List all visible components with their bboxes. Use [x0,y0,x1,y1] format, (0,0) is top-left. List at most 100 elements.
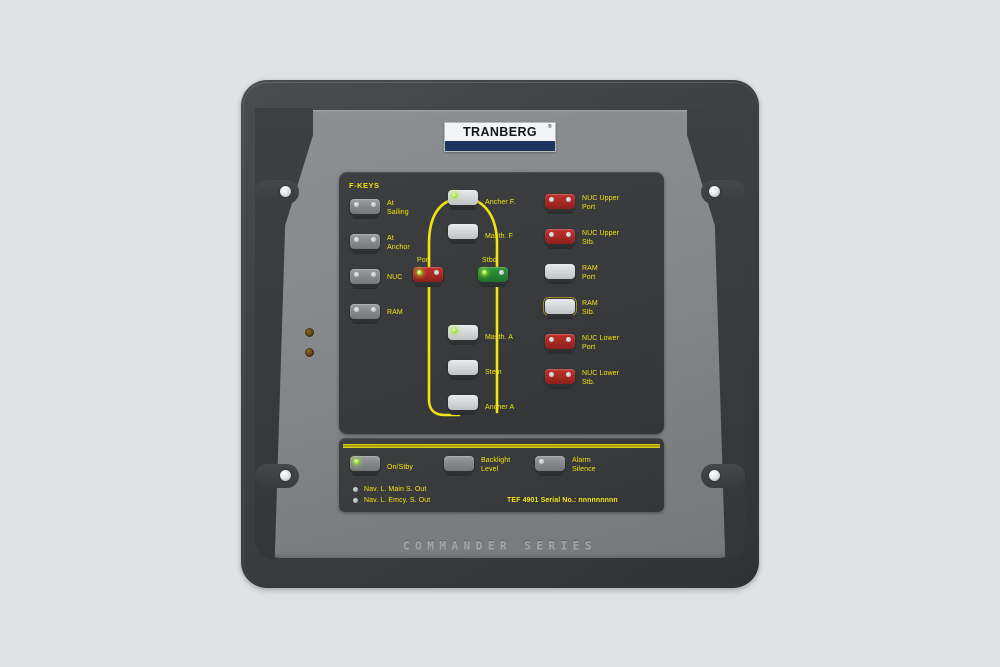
fkey-label-ram: RAM [387,309,403,316]
led-icon-right [566,337,571,342]
button-stem [352,214,378,219]
led-icon-left [549,232,554,237]
fkey-button-ram[interactable] [350,304,380,324]
control-panel-device: TRANBERG ® F-KEYS At Sailing [241,80,759,588]
button-stem [352,471,378,476]
mounting-screw-icon [280,186,291,197]
status-button-nuc-lower-port[interactable] [545,334,575,354]
led-icon-left [354,307,359,312]
fkey-label-at-sailing: At Sailing [387,200,409,216]
status-button-ram-port[interactable] [545,264,575,284]
button-stem [352,249,378,254]
button-stem [450,340,476,345]
status-text-nav-emcy-out: Nav. L. Emcy. S. Out [364,497,431,504]
button-stem [547,384,573,389]
button-stem [450,205,476,210]
brand-plate: TRANBERG ® [444,122,556,152]
status-button-nuc-upper-port[interactable] [545,194,575,214]
led-icon-left [354,272,359,277]
led-icon-left [354,459,359,464]
amber-indicator-led-2 [305,348,314,357]
screw-tab-top-left [255,180,299,204]
ship-light-label-masthead-aft: Masth. A [485,334,514,341]
status-led-icon-nav-emcy [353,498,358,503]
led-icon-left [452,328,457,333]
model-serial-text: TEF 4901 Serial No.: nnnnnnnnn [507,497,618,504]
status-label-ram-port: RAM Port [582,265,598,281]
button-stem [547,314,573,319]
button-on-standby[interactable] [350,456,380,476]
button-stem [547,244,573,249]
ship-light-button-stern[interactable] [448,360,478,380]
ship-light-label-anchor-aft: Ancher A [485,404,515,411]
button-stem [446,471,472,476]
status-button-nuc-upper-stb[interactable] [545,229,575,249]
led-icon-right [434,270,439,275]
ship-light-label-masthead-forward: Masth. F [485,233,514,240]
led-icon-left [539,459,544,464]
sidelight-button-starboard[interactable] [478,267,508,287]
button-stem [352,284,378,289]
led-icon-right [499,270,504,275]
status-text-nav-main-out: Nav. L. Main S. Out [364,486,427,493]
lower-control-panel: On/Stby Backlight Level Alarm Silence Na… [339,438,664,512]
status-label-nuc-lower-port: NUC Lower Port [582,335,620,351]
led-icon-left [417,270,422,275]
button-stem [415,282,441,287]
led-icon-left [354,202,359,207]
fkey-button-nuc[interactable] [350,269,380,289]
ship-light-label-anchor-forward: Ancher F. [485,199,516,206]
button-alarm-silence[interactable] [535,456,565,476]
led-icon-right [371,237,376,242]
main-control-panel: F-KEYS At Sailing At Anchor NUC [339,172,664,434]
series-name-text: COMMANDER SERIES [403,539,597,552]
registered-mark: ® [547,124,552,130]
button-stem [547,279,573,284]
led-icon-left [549,337,554,342]
fkey-button-at-anchor[interactable] [350,234,380,254]
fkey-label-at-anchor: At Anchor [387,235,410,251]
sidelight-label-starboard: Stbd [482,257,497,264]
mounting-screw-icon [709,186,720,197]
status-button-nuc-lower-stb[interactable] [545,369,575,389]
brand-color-bar [445,141,555,151]
sidelight-label-port: Port [417,257,431,264]
status-label-nuc-upper-port: NUC Upper Port [582,195,620,211]
status-label-ram-stb: RAM Stb. [582,300,598,316]
fkeys-header: F-KEYS [349,181,380,190]
button-stem [450,375,476,380]
button-stem [450,239,476,244]
led-icon-right [566,232,571,237]
sidelight-button-port[interactable] [413,267,443,287]
led-icon-left [354,237,359,242]
status-button-ram-stb[interactable] [543,297,577,319]
brand-name: TRANBERG ® [445,123,555,141]
brand-text: TRANBERG [462,125,538,139]
label-alarm-silence: Alarm Silence [572,457,596,473]
button-backlight-level[interactable] [444,456,474,476]
led-icon-left [549,372,554,377]
button-stem [537,471,563,476]
button-stem [480,282,506,287]
fkey-button-at-sailing[interactable] [350,199,380,219]
mounting-screw-icon [280,470,291,481]
ship-light-button-masthead-forward[interactable] [448,224,478,244]
amber-indicator-led-1 [305,328,314,337]
screw-tab-bottom-left [255,464,299,488]
button-stem [450,410,476,415]
mounting-screw-icon [709,470,720,481]
status-led-icon-nav-main [353,487,358,492]
button-stem [547,209,573,214]
ship-light-button-anchor-aft[interactable] [448,395,478,415]
ship-light-label-stern: Stem [485,369,502,376]
led-icon-right [371,307,376,312]
ship-light-button-masthead-aft[interactable] [448,325,478,345]
screw-tab-top-right [701,180,745,204]
led-icon-left [452,193,457,198]
ship-light-button-anchor-forward[interactable] [448,190,478,210]
button-stem [547,349,573,354]
status-label-nuc-lower-stb: NUC Lower Stb. [582,370,620,386]
led-icon-left [482,270,487,275]
button-stem [352,319,378,324]
fkey-label-nuc: NUC [387,274,403,281]
